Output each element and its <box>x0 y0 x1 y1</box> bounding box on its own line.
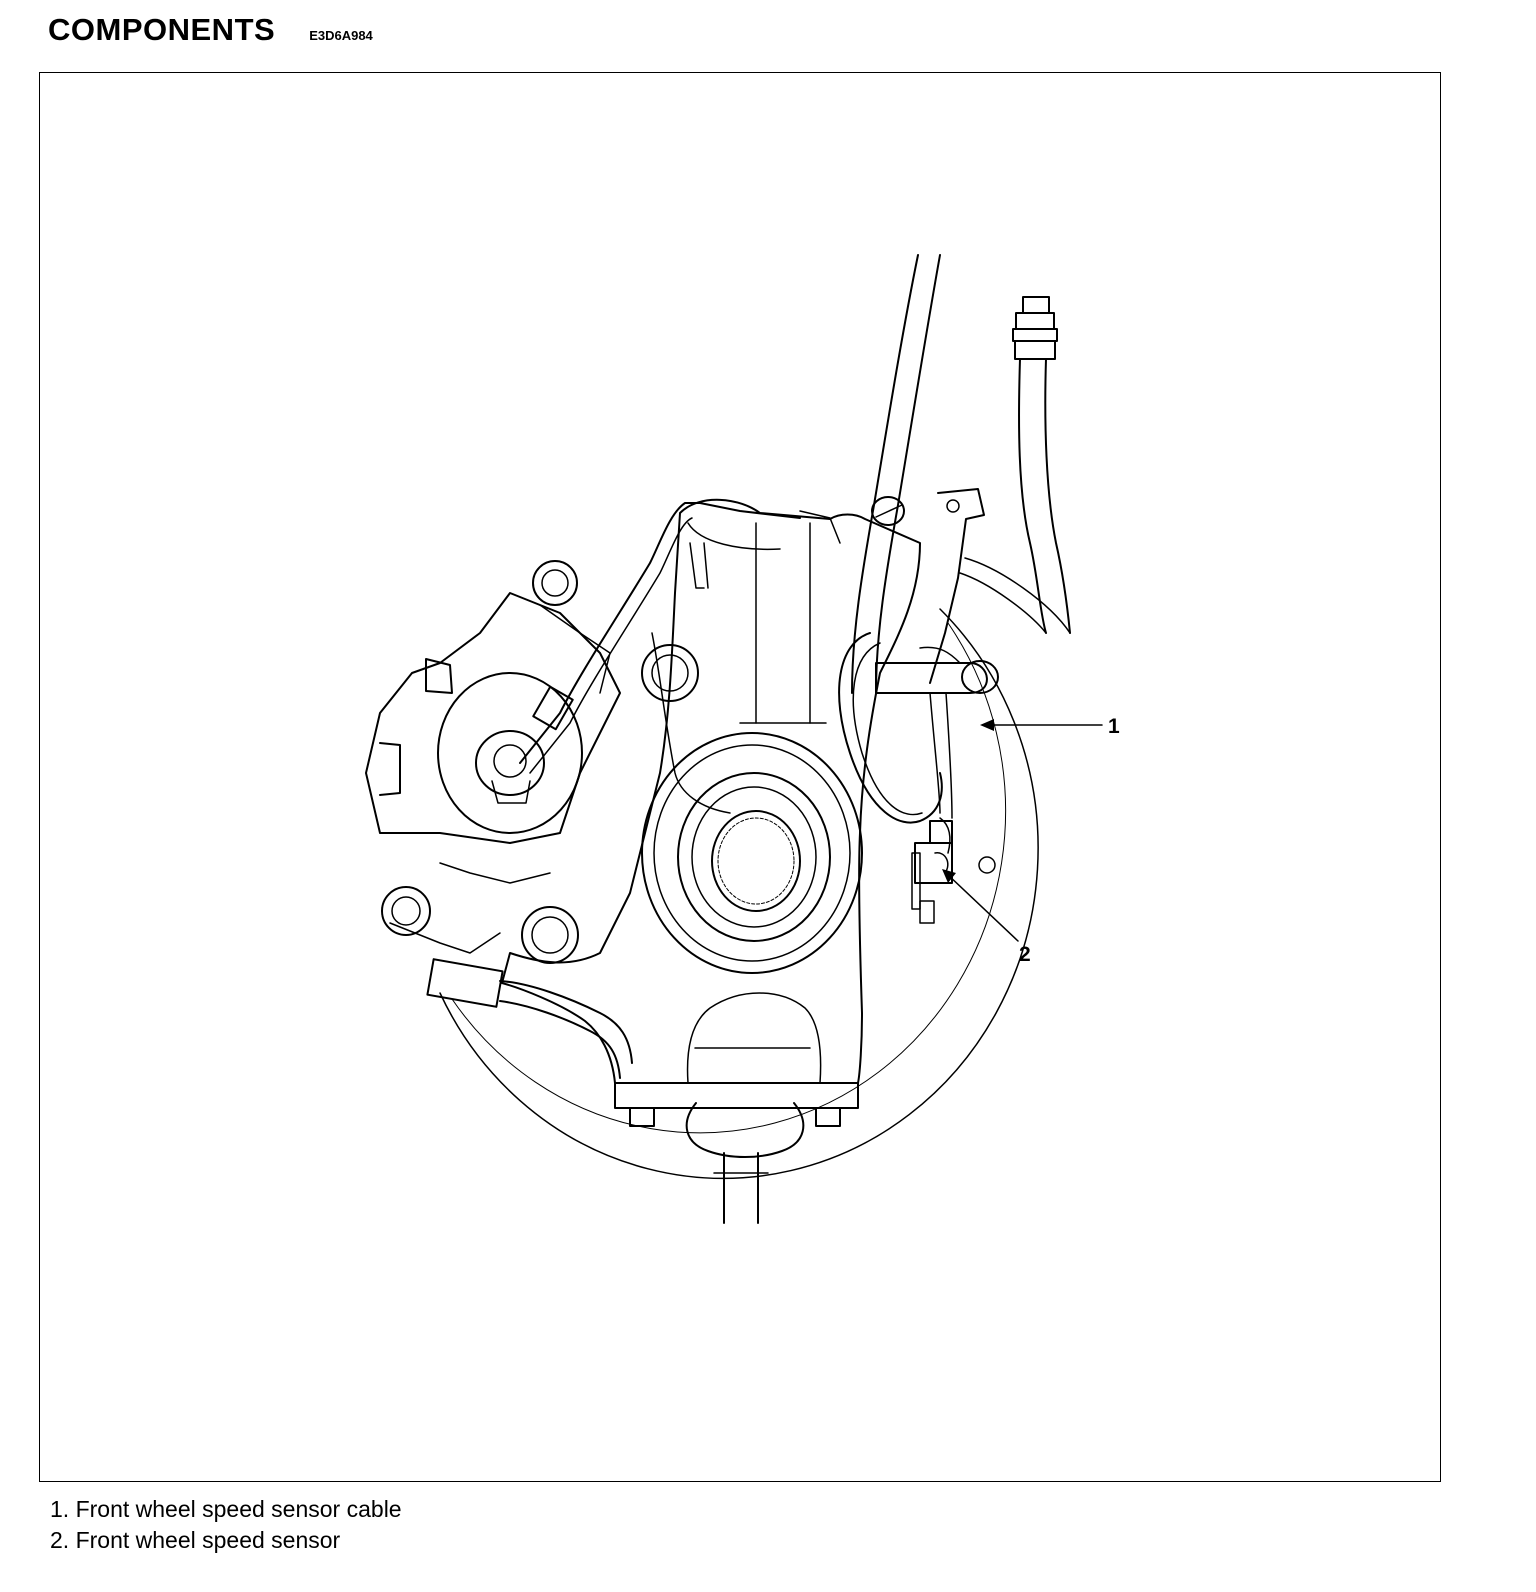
diagram-frame: 1 2 <box>39 72 1441 1482</box>
wheel-speed-sensor <box>911 820 953 924</box>
upper-cable <box>851 254 941 694</box>
document-code: E3D6A984 <box>309 28 373 43</box>
brake-caliper <box>365 560 621 954</box>
knuckle-assembly-illustration: 1 2 <box>365 254 1120 1224</box>
brake-pipe <box>519 502 841 774</box>
callout-1-leader <box>980 719 1103 731</box>
page-title: COMPONENTS <box>48 12 276 47</box>
callout-2-leader <box>942 869 1019 942</box>
parts-legend: 1. Front wheel speed sensor cable 2. Fro… <box>50 1494 402 1556</box>
brake-hose <box>959 296 1071 634</box>
wheel-hub <box>641 732 863 974</box>
hose-bracket <box>929 488 985 684</box>
lower-cable <box>426 958 633 1079</box>
page-header: COMPONENTS E3D6A984 <box>48 12 373 48</box>
sensor-cable-loop <box>838 632 999 854</box>
brake-disc <box>439 608 1039 1180</box>
callout-2-number: 2 <box>1019 943 1031 966</box>
ball-joint <box>614 992 859 1224</box>
steering-knuckle <box>501 498 921 1084</box>
callout-1-number: 1 <box>1108 715 1120 738</box>
legend-item-1: 1. Front wheel speed sensor cable <box>50 1496 402 1522</box>
legend-item-2: 2. Front wheel speed sensor <box>50 1527 341 1553</box>
